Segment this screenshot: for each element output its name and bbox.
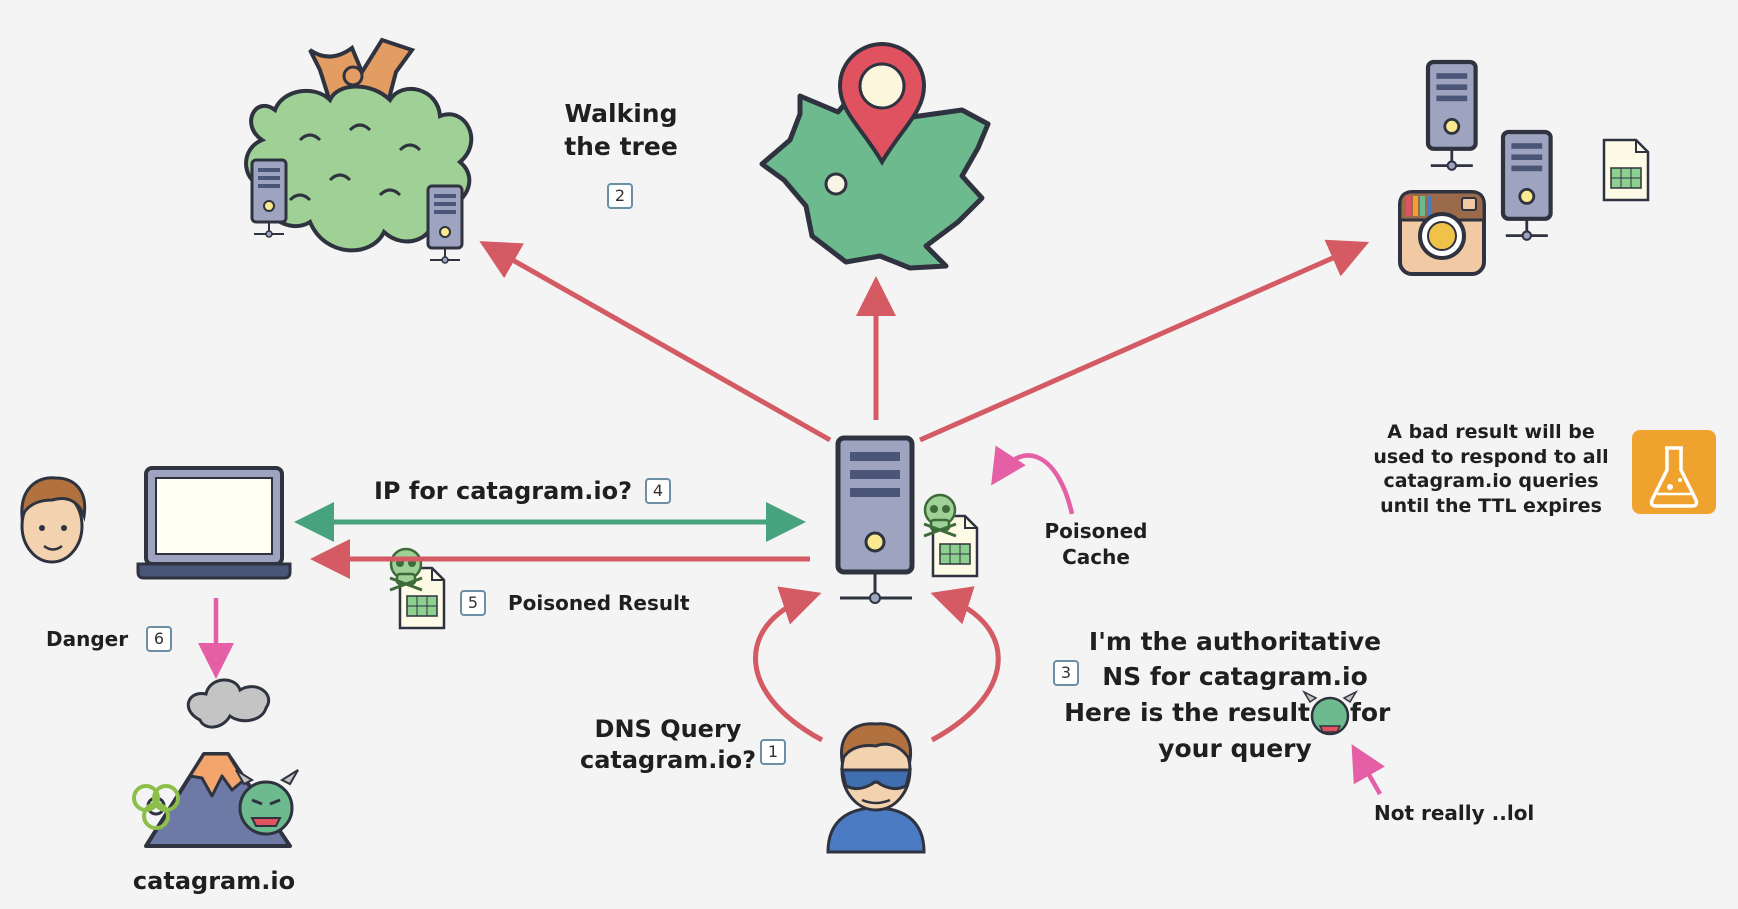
step-1-badge: 1 (760, 739, 786, 765)
step-4-badge: 4 (645, 478, 671, 504)
attacker-claim-line-2: NS for catagram.io (1102, 662, 1368, 691)
arrow-not-really (1351, 744, 1386, 796)
map-pin-icon (759, 41, 991, 271)
dns-query-label: DNS Query catagram.io? (579, 715, 757, 775)
ip-question-label: IP for catagram.io? (374, 477, 633, 505)
server-icon (1503, 132, 1551, 240)
arrow-fake-answer (930, 586, 1001, 743)
walking-the-tree-label: Walking the tree (564, 99, 678, 161)
user-icon (20, 476, 87, 564)
step-3-badge: 3 (1053, 660, 1079, 686)
step-6-badge: 6 (146, 626, 172, 652)
arrow-to-instagram (918, 239, 1370, 443)
monster-icon (1302, 690, 1358, 736)
arrow-to-tree (479, 241, 832, 443)
document-icon (1602, 138, 1650, 202)
server-icon (835, 435, 915, 604)
tree-icon (244, 37, 474, 265)
server-icon (1428, 62, 1476, 170)
not-really-label: Not really ..lol (1374, 801, 1535, 825)
arrow-poison-cache (991, 445, 1075, 515)
biohazard-icon (132, 784, 180, 830)
lab-flask-icon (1632, 430, 1716, 514)
step-2-badge: 2 (607, 183, 633, 209)
instagram-icon (1398, 190, 1486, 276)
danger-label: Danger (46, 627, 129, 651)
bad-result-note: A bad result will be used to respond to … (1373, 421, 1609, 518)
poisoned-cache-label: Poisoned Cache (1044, 519, 1148, 569)
poisoned-result-label: Poisoned Result (508, 591, 690, 615)
monster-icon (235, 769, 299, 836)
catagram-site-label: catagram.io (132, 867, 296, 895)
laptop-icon (136, 466, 292, 580)
attacker-claim-line-4: your query (1158, 734, 1312, 763)
attacker-claim-line-1: I'm the authoritative (1088, 627, 1382, 656)
attacker-icon (826, 722, 926, 854)
attacker-claim-line-3a: Here is the result (1064, 698, 1310, 727)
step-5-badge: 5 (460, 590, 486, 616)
arrow-dns-query (753, 586, 824, 743)
attacker-claim-line-3b: for (1350, 698, 1391, 727)
